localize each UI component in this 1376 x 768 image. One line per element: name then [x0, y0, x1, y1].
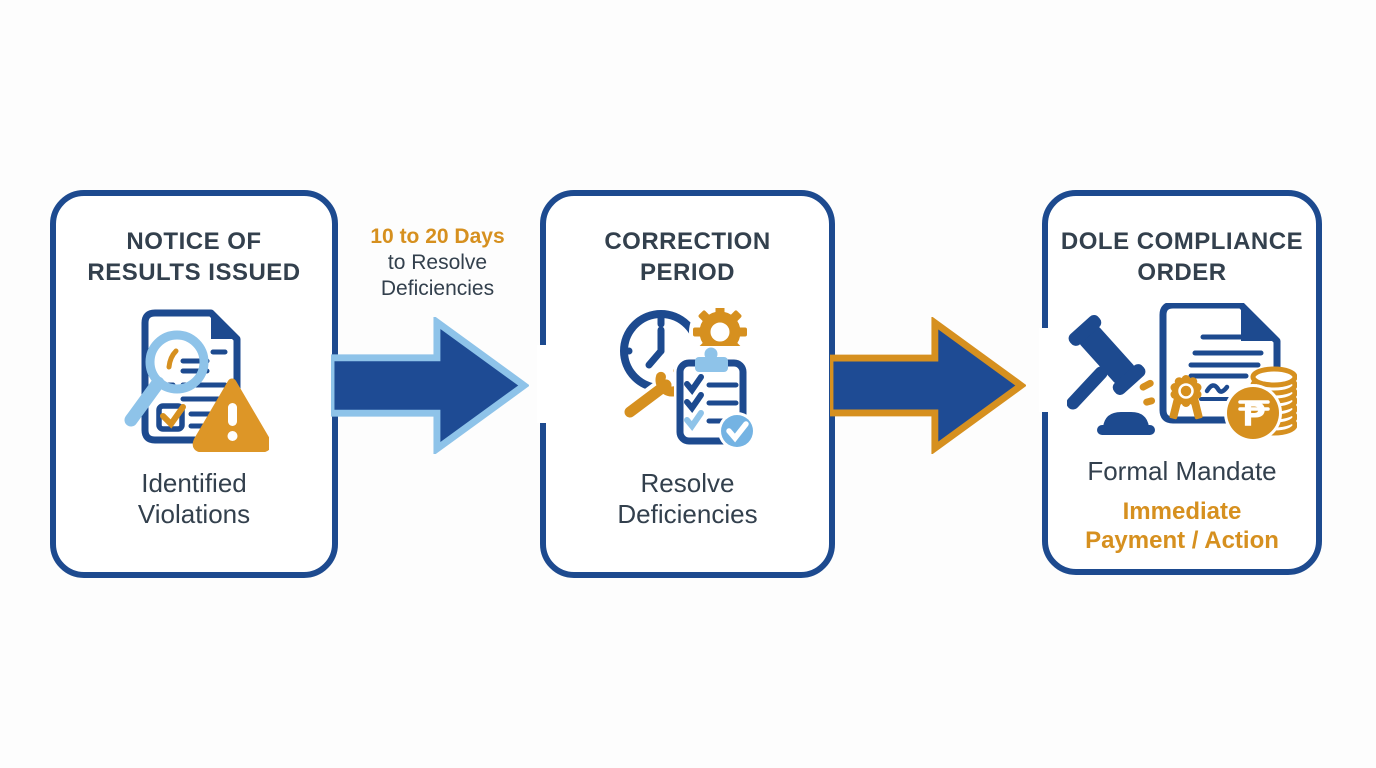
arrow-right-blue-outline-icon [331, 317, 529, 454]
step-card-dole-compliance-order: DOLE COMPLIANCE ORDER [1042, 190, 1322, 575]
step-title: DOLE COMPLIANCE ORDER [1060, 228, 1304, 286]
step-highlight: Immediate Payment / Action [1085, 498, 1279, 554]
step-card-notice-of-results: NOTICE OF RESULTS ISSUED [50, 190, 338, 578]
connector-duration-text: 10 to 20 Days [370, 225, 505, 248]
border-gap [537, 345, 547, 423]
step-caption: Formal Mandate [1087, 456, 1277, 486]
connector-note-text: to Resolve Deficiencies [380, 251, 495, 300]
arrow-right-orange-outline-icon [830, 317, 1026, 454]
step-card-correction-period: CORRECTION PERIOD [540, 190, 835, 578]
step-caption: Identified Violations [137, 468, 251, 529]
step-title: CORRECTION PERIOD [604, 228, 771, 286]
step-caption: Resolve Deficiencies [617, 468, 758, 529]
connector-label: 10 to 20 Days to Resolve Deficiencies [350, 224, 525, 302]
border-gap [1039, 328, 1049, 412]
clock-gear-wrench-checklist-icon [618, 288, 758, 468]
step-title: NOTICE OF RESULTS ISSUED [87, 228, 301, 286]
document-magnifier-warning-icon [119, 288, 269, 468]
gavel-order-document-peso-coins-icon: P [1067, 288, 1297, 456]
